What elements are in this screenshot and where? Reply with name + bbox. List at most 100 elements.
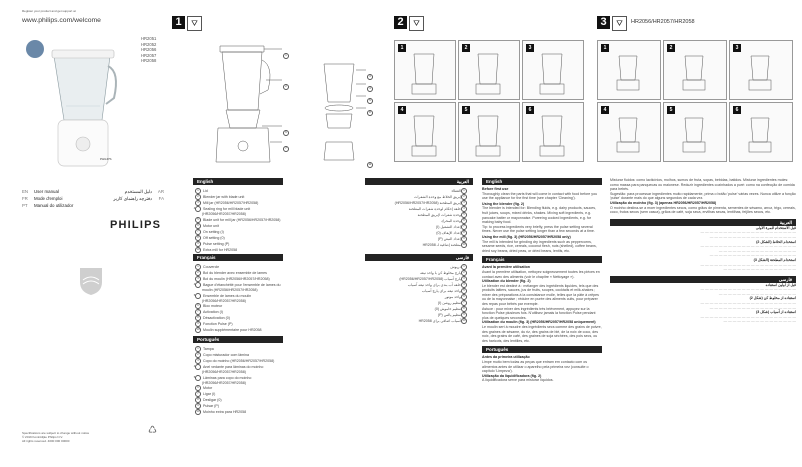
arabic-header: العربية	[365, 178, 473, 185]
col4-arabic-sub1: قبل الاستخدام للمرة الأولى	[755, 225, 796, 230]
step2-frame-4: 4	[394, 102, 456, 162]
farsi-parts-list: 1درپوش 2پارچ مخلوط کن با واحد تیغه 3پارچ…	[369, 264, 469, 324]
using-blender-heading: Using the blender (fig. 2)	[482, 201, 525, 206]
portugues-header: Português	[193, 336, 283, 343]
list-item: 4حلقه آب بندی برای واحد تیغه آسیاب	[369, 282, 469, 288]
list-item: 1الغطاء	[369, 188, 469, 194]
model-item: HR2057	[141, 52, 157, 58]
col4-farsi-sub3: استفاده از آسیاب (شکل 3)	[756, 310, 796, 315]
list-item: 2پارچ مخلوط کن با واحد تیغه	[369, 270, 469, 276]
callout: 6	[283, 124, 291, 142]
philips-shield-logo	[80, 268, 102, 295]
english-header: English	[193, 178, 283, 185]
model-list: HR2051 HR2052 HR2056 HR2057 HR2058	[141, 36, 156, 64]
list-item: 7إعداد التشغيل (I)	[369, 224, 469, 230]
promo-badge	[26, 40, 44, 58]
list-item: 8إعداد الإيقاف (0)	[369, 230, 469, 236]
list-item: 2إبريق الخلاط مع وحدة الشفرات	[369, 194, 469, 200]
callout: 1	[283, 47, 291, 65]
col4-arabic-header: العربية	[610, 218, 796, 226]
arabic-parts-list: 1الغطاء 2إبريق الخلاط مع وحدة الشفرات 3إ…	[369, 188, 469, 248]
col4-moinho-heading: Utilização do moinho (fig. 3) (apenas HR…	[610, 200, 717, 205]
manual-lang-ar: ARدليل المستخدم	[124, 189, 164, 194]
instructions-column-4: Misturar fluidos: como lacticínios, molh…	[610, 178, 796, 458]
step1-panel: 1 ⛛ 1 2 6 7 3 4 5 8 11	[172, 16, 388, 172]
col3-portugues-header: Português	[482, 346, 602, 354]
callout: 2	[283, 78, 291, 96]
list-item: 6وحدة المحرك	[369, 218, 469, 224]
model-item: HR2058	[141, 58, 157, 64]
website-url[interactable]: www.philips.com/welcome	[22, 17, 101, 24]
product-brand-label: PHILIPS	[100, 157, 112, 161]
step2-frame-2: 2	[458, 40, 520, 100]
model-item: HR2051	[141, 36, 157, 41]
step1-number: 1	[172, 16, 185, 29]
avant-text: Avant la première utilisation, nettoyez …	[482, 269, 600, 279]
col4-arabic-sub3: استخدام المطحنة (الشكل 3)	[753, 257, 796, 262]
list-item: 1درپوش	[369, 264, 469, 270]
col4-farsi-filler: — — — — — — — — — — — — — — — — — — — — …	[700, 314, 796, 324]
col4-moinho-text: O moinho destina-se a moer ingredientes …	[610, 205, 796, 215]
antes-heading: Antes da primeira utilização	[482, 355, 530, 360]
util-liq-text: A liquidificadora serve para misturar lí…	[482, 378, 554, 383]
step2-illustrations	[411, 53, 565, 157]
col4-farsi-header: فارسی	[610, 275, 796, 283]
col4-arabic-sub2: استخدام الخلاط (الشكل 2)	[756, 239, 796, 244]
footer-line: © 2019 Koninklijke Philips N.V.	[22, 434, 63, 439]
list-item: 6واحد موتور	[369, 294, 469, 300]
list-item: 9تنظیم پالس (P)	[369, 312, 469, 318]
list-item: 7تنظیم روشن (I)	[369, 300, 469, 306]
step2-blender-icon: ⛛	[409, 16, 424, 31]
blender-photo: PHILIPS	[51, 49, 117, 167]
list-item: 5وحدة شفرات لإبريق المطحنة	[369, 212, 469, 218]
step3-illustrations	[616, 55, 772, 153]
util-moulin-heading: Utilisation du moulin (fig. 3) (HR2056/H…	[482, 320, 596, 325]
util-blender-text: Le blender est destiné à : mélanger des …	[482, 283, 599, 307]
callout: 5	[367, 92, 375, 110]
list-item: 4حلقة إحكام لوحدة شفرات المطحنة	[369, 206, 469, 212]
callout: 7	[283, 140, 291, 158]
step2-frame-3: 3	[522, 40, 584, 100]
using-blender-text: The blender is intended for: Blending fl…	[482, 206, 597, 225]
col4-farsi-filler: — — — — — — — — — — — — — — — — — — — — …	[700, 287, 796, 296]
step3-mill-icon: ⛛	[612, 16, 627, 31]
before-first-use-text: Thoroughly clean the parts that will com…	[482, 191, 598, 201]
step2-number: 2	[394, 16, 407, 29]
using-mill-text: The mill is intended for grinding dry in…	[482, 239, 597, 253]
manual-language-list-rtl: ARدليل المستخدم FAدفترچه راهنمای کاربر	[98, 188, 164, 202]
util-liq-heading: Utilização da liquidificadora (fig. 2)	[482, 373, 542, 378]
callout: 8	[367, 104, 375, 122]
col3-english-header: English	[482, 178, 602, 185]
col4-arabic-filler: — — — — — — — — — — — — — — — — — — — — …	[700, 244, 796, 258]
antes-text: Limpe muito bem todas as peças que entra…	[482, 360, 589, 374]
callout: 11	[367, 161, 373, 168]
step2-panel: 2 ⛛ 1 2 3 4 5 6	[394, 16, 590, 172]
tip-text: Tip: to process ingredients very briefly…	[482, 224, 595, 234]
col4-farsi-sub1: قبل از اولین استفاده	[765, 282, 796, 287]
util-blender-heading: Utilisation du blender (fig. 2)	[482, 279, 531, 284]
list-item: 5واحد تیغه برای پارچ آسیاب	[369, 288, 469, 294]
